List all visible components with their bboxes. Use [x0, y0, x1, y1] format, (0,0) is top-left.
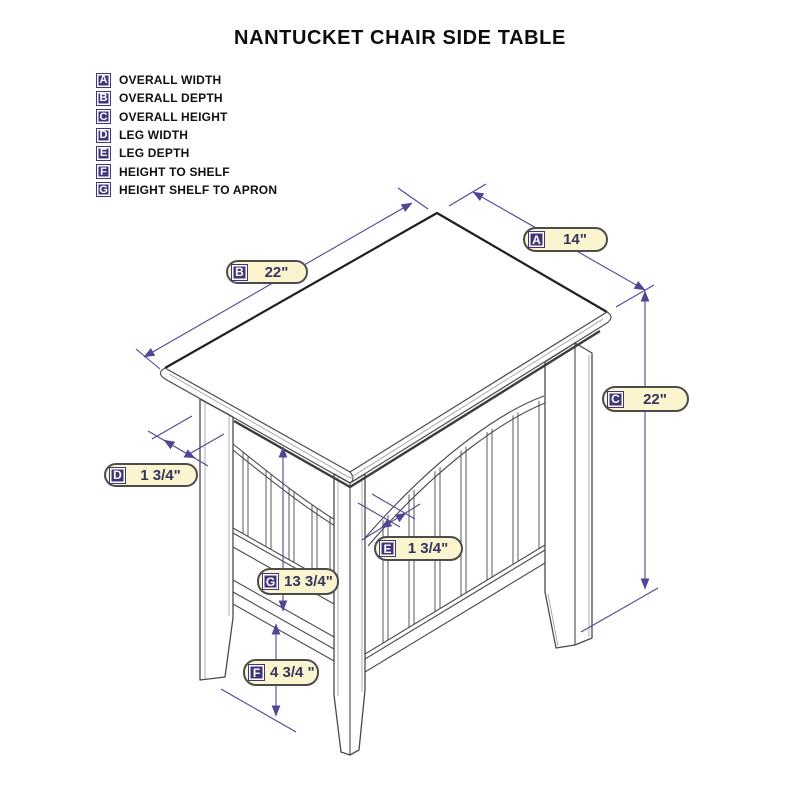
- dim-C: [580, 290, 659, 633]
- callout-e: E 1 3/4": [374, 536, 463, 561]
- callout-value-e: 1 3/4": [407, 540, 449, 557]
- callout-value-d: 1 3/4": [140, 466, 181, 484]
- front-leg: [333, 473, 366, 756]
- legend-badge-g: G: [96, 182, 111, 198]
- legend-item-b: B OVERALL DEPTH: [96, 89, 277, 107]
- legend-item-c: C OVERALL HEIGHT: [96, 108, 277, 126]
- callout-value-g: 13 3/4": [284, 573, 333, 590]
- callout-value-c: 22": [643, 390, 667, 408]
- callout-badge-e: E: [379, 540, 396, 557]
- legend-label-a: OVERALL WIDTH: [119, 73, 222, 88]
- callout-value-b: 22": [264, 263, 289, 281]
- under-top-shadow: [233, 329, 601, 489]
- legend-badge-b: B: [96, 90, 111, 106]
- dim-D: [147, 415, 225, 467]
- callout-b: B 22": [226, 260, 308, 284]
- callout-badge-g: G: [262, 573, 279, 590]
- dimension-legend: A OVERALL WIDTH B OVERALL DEPTH C OVERAL…: [96, 71, 277, 199]
- callout-badge-d: D: [109, 466, 126, 484]
- callout-value-a: 14": [563, 231, 587, 248]
- callout-value-f: 4 3/4 ": [270, 664, 315, 681]
- legend-item-e: E LEG DEPTH: [96, 144, 277, 162]
- legend-label-f: HEIGHT TO SHELF: [119, 164, 230, 179]
- legend-badge-f: F: [96, 164, 111, 180]
- legend-badge-a: A: [96, 72, 111, 88]
- legend-label-c: OVERALL HEIGHT: [119, 109, 228, 124]
- callout-badge-c: C: [607, 390, 624, 408]
- callout-c: C 22": [602, 386, 689, 412]
- callout-badge-f: F: [248, 664, 265, 681]
- callout-badge-a: A: [528, 231, 545, 248]
- front-bottom-rail: [364, 544, 546, 673]
- callout-badge-b: B: [231, 263, 248, 281]
- shelf: [232, 579, 351, 671]
- legend-label-b: OVERALL DEPTH: [119, 91, 223, 106]
- right-leg: [544, 342, 593, 649]
- callout-f: F 4 3/4 ": [243, 659, 319, 686]
- legend-item-d: D LEG WIDTH: [96, 126, 277, 144]
- footer-notes: Note: These dimensions are approximate a…: [0, 760, 800, 800]
- callout-a: A 14": [523, 227, 608, 252]
- callout-g: G 13 3/4": [257, 568, 339, 595]
- dim-E: [357, 493, 421, 541]
- left-leg: [199, 398, 234, 681]
- legend-badge-e: E: [96, 145, 111, 161]
- legend-label-e: LEG DEPTH: [119, 146, 190, 161]
- legend-item-f: F HEIGHT TO SHELF: [96, 162, 277, 180]
- legend-label-g: HEIGHT SHELF TO APRON: [119, 182, 278, 197]
- legend-item-g: G HEIGHT SHELF TO APRON: [96, 181, 277, 199]
- legend-label-d: LEG WIDTH: [119, 128, 189, 143]
- legend-badge-d: D: [96, 127, 111, 143]
- callout-d: D 1 3/4": [104, 463, 198, 487]
- dimension-lines: [135, 183, 659, 733]
- legend-badge-c: C: [96, 109, 111, 125]
- page-title: NANTUCKET CHAIR SIDE TABLE: [234, 27, 566, 49]
- legend-item-a: A OVERALL WIDTH: [96, 71, 277, 89]
